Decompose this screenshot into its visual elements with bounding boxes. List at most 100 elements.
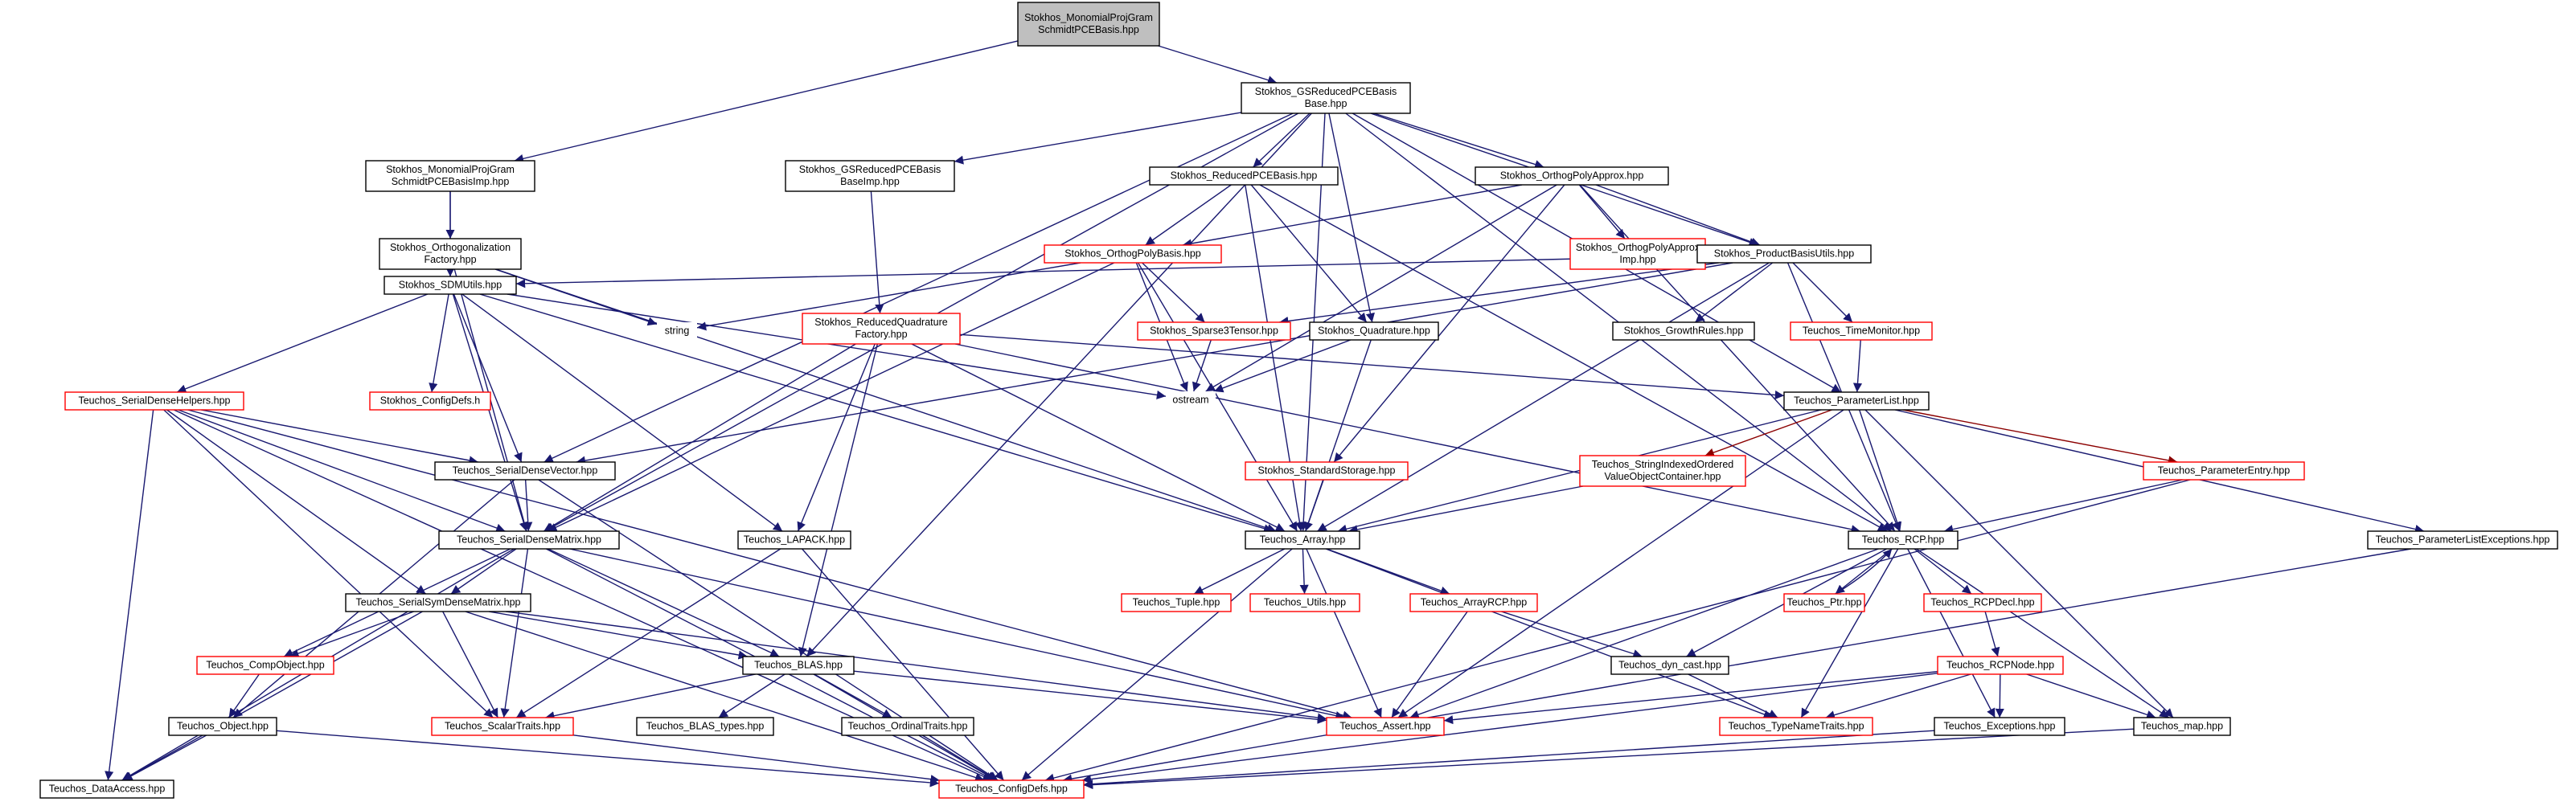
edge-plist-to-assert	[1397, 409, 1844, 718]
edge-ssdm-to-scalar	[442, 611, 498, 718]
node-quad[interactable]: Stokhos_Quadrature.hpp	[1309, 321, 1439, 341]
node-box	[379, 238, 522, 270]
node-arcp[interactable]: Teuchos_ArrayRCP.hpp	[1409, 593, 1538, 612]
node-label: Teuchos_ParameterList.hpp	[1794, 395, 1919, 406]
node-opa[interactable]: Stokhos_OrthogPolyApprox.hpp	[1475, 166, 1669, 186]
node-array[interactable]: Teuchos_Array.hpp	[1245, 530, 1360, 550]
node-ssdm[interactable]: Teuchos_SerialSymDenseMatrix.hpp	[345, 593, 531, 612]
node-box	[1783, 593, 1865, 612]
node-typename[interactable]: Teuchos_TypeNameTraits.hpp	[1719, 717, 1873, 736]
edge-sdh-to-scalar	[163, 409, 494, 718]
node-assert[interactable]: Teuchos_Assert.hpp	[1326, 717, 1445, 736]
node-rcpdecl[interactable]: Teuchos_RCPDecl.hpp	[1923, 593, 2042, 612]
node-plex[interactable]: Teuchos_ParameterListExceptions.hpp	[2367, 530, 2558, 550]
node-ordinal[interactable]: Teuchos_OrdinalTraits.hpp	[841, 717, 974, 736]
edge-scalar-to-tconf	[572, 734, 940, 784]
node-box	[1245, 461, 1409, 481]
node-rpce[interactable]: Stokhos_ReducedPCEBasis.hpp	[1149, 166, 1339, 186]
node-box	[802, 313, 961, 345]
node-label: Imp.hpp	[1619, 254, 1655, 265]
node-box	[1937, 656, 2064, 675]
node-label: Teuchos_BLAS_types.hpp	[646, 720, 765, 731]
node-tconf[interactable]: Teuchos_ConfigDefs.hpp	[938, 779, 1085, 799]
edge-gsrbimp-to-rqf	[870, 190, 884, 314]
edge-sdmat-to-blas	[548, 548, 780, 657]
edge-plist-to-pentry	[1902, 409, 2178, 465]
node-sivo[interactable]: Teuchos_StringIndexedOrderedValueObjectC…	[1579, 455, 1746, 487]
node-label: Teuchos_TypeNameTraits.hpp	[1728, 720, 1864, 731]
edge-root-to-gsrb	[1158, 45, 1278, 85]
node-sparse[interactable]: Stokhos_Sparse3Tensor.hpp	[1137, 321, 1291, 341]
node-dyncast[interactable]: Teuchos_dyn_cast.hpp	[1610, 656, 1729, 675]
node-tuple[interactable]: Teuchos_Tuple.hpp	[1121, 593, 1232, 612]
node-box	[39, 779, 174, 799]
node-map[interactable]: Teuchos_map.hpp	[2133, 717, 2231, 736]
node-utils[interactable]: Teuchos_Utils.hpp	[1249, 593, 1360, 612]
node-sconf[interactable]: Stokhos_ConfigDefs.h	[369, 391, 491, 411]
node-label: Teuchos_DataAccess.hpp	[49, 783, 166, 794]
node-root[interactable]: Stokhos_MonomialProjGramSchmidtPCEBasis.…	[1017, 2, 1160, 47]
edge-quad-to-ostream	[1213, 339, 1352, 393]
node-label: Teuchos_map.hpp	[2141, 720, 2223, 731]
node-compobj[interactable]: Teuchos_CompObject.hpp	[196, 656, 334, 675]
node-blas[interactable]: Teuchos_BLAS.hpp	[742, 656, 855, 675]
node-mpimp[interactable]: Stokhos_MonomialProjGramSchmidtPCEBasisI…	[365, 160, 535, 192]
node-object[interactable]: Teuchos_Object.hpp	[168, 717, 277, 736]
edge-sdm-to-sdv	[453, 293, 523, 463]
edge-compobj-to-object	[228, 673, 260, 718]
node-box	[1017, 2, 1160, 47]
node-ptr[interactable]: Teuchos_Ptr.hpp	[1783, 593, 1865, 612]
node-opb[interactable]: Stokhos_OrthogPolyBasis.hpp	[1044, 244, 1222, 264]
node-sdv[interactable]: Teuchos_SerialDenseVector.hpp	[434, 461, 616, 481]
node-label: Stokhos_MonomialProjGram	[386, 164, 515, 175]
node-label: Teuchos_ArrayRCP.hpp	[1421, 596, 1528, 608]
node-growth[interactable]: Stokhos_GrowthRules.hpp	[1612, 321, 1755, 341]
node-rcpnode[interactable]: Teuchos_RCPNode.hpp	[1937, 656, 2064, 675]
edge-sdm-to-sdh	[176, 293, 429, 394]
node-stdstor[interactable]: Stokhos_StandardStorage.hpp	[1245, 461, 1409, 481]
edge-ptr-to-rcp	[1835, 548, 1893, 595]
edge-rqf-to-array	[911, 343, 1286, 532]
node-box	[438, 530, 620, 550]
node-blastypes[interactable]: Teuchos_BLAS_types.hpp	[636, 717, 774, 736]
node-box	[1409, 593, 1538, 612]
edge-opa-to-pbu	[1595, 184, 1761, 247]
edge-gsrb-to-quad	[1328, 113, 1375, 323]
edges-layer	[105, 40, 2425, 790]
node-label: SchmidtPCEBasisImp.hpp	[392, 176, 510, 187]
edge-sdm-to-sdmat	[452, 293, 528, 532]
node-sdh[interactable]: Teuchos_SerialDenseHelpers.hpp	[64, 391, 244, 411]
node-box	[1610, 656, 1729, 675]
edge-rqf-to-sdmat	[543, 343, 856, 532]
edge-pbu-to-sdm	[515, 255, 1698, 288]
node-rcp[interactable]: Teuchos_RCP.hpp	[1848, 530, 1959, 550]
node-box	[841, 717, 974, 736]
node-pentry[interactable]: Teuchos_ParameterEntry.hpp	[2143, 461, 2305, 481]
node-except[interactable]: Teuchos_Exceptions.hpp	[1934, 717, 2065, 736]
node-lapack[interactable]: Teuchos_LAPACK.hpp	[737, 530, 851, 550]
node-sdm[interactable]: Stokhos_SDMUtils.hpp	[384, 276, 517, 295]
edge-map-to-tconf	[1083, 728, 2135, 790]
edge-array-to-tuple	[1193, 548, 1286, 595]
node-box	[1612, 321, 1755, 341]
nodes-layer: Stokhos_MonomialProjGramSchmidtPCEBasis.…	[39, 2, 2558, 799]
node-dataacc[interactable]: Teuchos_DataAccess.hpp	[39, 779, 174, 799]
node-label: Teuchos_dyn_cast.hpp	[1618, 659, 1721, 670]
node-box	[384, 276, 517, 295]
edge-opb-to-sdmat	[547, 262, 1115, 532]
node-pbu[interactable]: Stokhos_ProductBasisUtils.hpp	[1696, 244, 1872, 264]
node-timemon[interactable]: Teuchos_TimeMonitor.hpp	[1790, 321, 1933, 341]
node-label: Teuchos_RCPDecl.hpp	[1930, 596, 2034, 608]
node-sdmat[interactable]: Teuchos_SerialDenseMatrix.hpp	[438, 530, 620, 550]
node-scalar[interactable]: Teuchos_ScalarTraits.hpp	[431, 717, 574, 736]
edge-rcp-to-typename	[1800, 548, 1899, 718]
node-plist[interactable]: Teuchos_ParameterList.hpp	[1783, 391, 1930, 411]
node-label: Teuchos_Tuple.hpp	[1133, 596, 1220, 608]
node-label: Stokhos_ConfigDefs.h	[380, 395, 480, 406]
edge-sdm-to-ostream	[507, 293, 1167, 400]
